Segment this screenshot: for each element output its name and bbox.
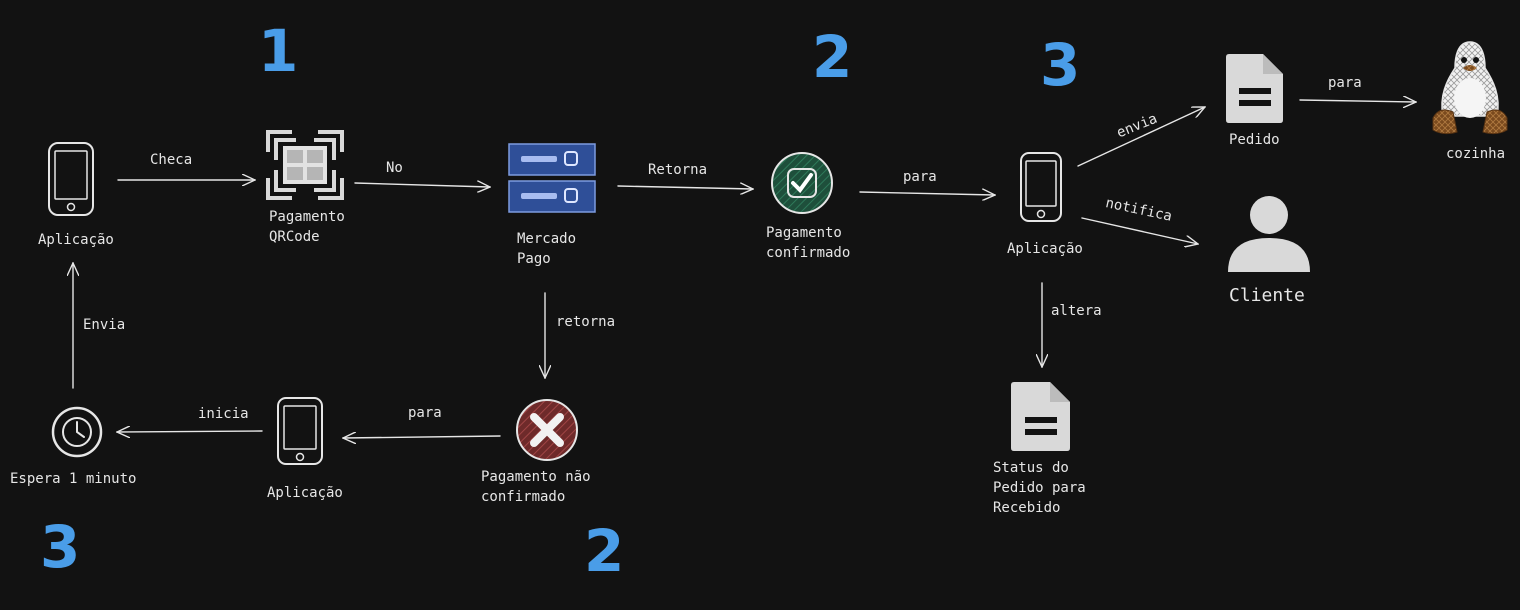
- server-icon: [508, 143, 596, 213]
- node-label-status-pedido: Status do Pedido para Recebido: [993, 460, 1086, 516]
- node-label-pagamento-confirmado: Pagamento confirmado: [766, 225, 851, 261]
- node-label-pagamento-nao-confirmado: Pagamento não confirmado: [481, 469, 591, 505]
- node-label-mercado-pago: Mercado Pago: [517, 231, 577, 267]
- node-label-qrcode: Pagamento QRCode: [269, 209, 345, 245]
- edge-label-checa: Checa: [150, 152, 193, 168]
- user-icon: [1228, 196, 1310, 272]
- smartphone-icon: [277, 397, 323, 465]
- edge-envia-1: [1077, 107, 1205, 167]
- edge-label-para: para: [408, 405, 442, 421]
- qrcode-icon: [266, 130, 344, 200]
- edge-inicia: [117, 431, 263, 432]
- penguin-icon: [1432, 41, 1508, 135]
- edge-label-inicia: inicia: [198, 406, 249, 422]
- check-circle-icon: [771, 152, 833, 214]
- edge-para-2: [1299, 100, 1416, 102]
- document-icon: [1011, 382, 1070, 451]
- step-number-2: 2: [584, 517, 625, 585]
- edge-notifica: [1081, 217, 1198, 244]
- node-label-aplicacao: Aplicação: [38, 232, 114, 248]
- edge-retorna: [617, 186, 753, 189]
- edge-label-para: para: [903, 169, 937, 185]
- edge-label-envia: Envia: [83, 317, 126, 333]
- smartphone-icon: [1020, 152, 1062, 222]
- step-number-3: 3: [40, 513, 81, 581]
- edge-no: [354, 183, 490, 187]
- edge-label-retorna: Retorna: [648, 162, 708, 178]
- clock-icon: [51, 406, 103, 458]
- x-circle-icon: [516, 399, 578, 461]
- edge-para-1: [859, 192, 995, 195]
- node-label-aplicacao: Aplicação: [267, 485, 343, 501]
- node-label-cozinha: cozinha: [1446, 146, 1506, 162]
- edge-para-3: [343, 436, 501, 438]
- node-label-cliente: Cliente: [1229, 285, 1305, 306]
- step-number-3: 3: [1040, 31, 1081, 99]
- node-label-aplicacao: Aplicação: [1007, 241, 1083, 257]
- step-number-2: 2: [812, 23, 853, 91]
- smartphone-icon: [48, 142, 94, 216]
- step-number-1: 1: [258, 17, 299, 85]
- node-label-espera: Espera 1 minuto: [10, 471, 137, 487]
- document-icon: [1226, 54, 1283, 123]
- edge-label-no: No: [386, 160, 403, 176]
- edge-label-altera: altera: [1051, 303, 1102, 319]
- node-label-pedido: Pedido: [1229, 132, 1280, 148]
- edge-label-retorna: retorna: [556, 314, 616, 330]
- edge-label-para: para: [1328, 75, 1362, 91]
